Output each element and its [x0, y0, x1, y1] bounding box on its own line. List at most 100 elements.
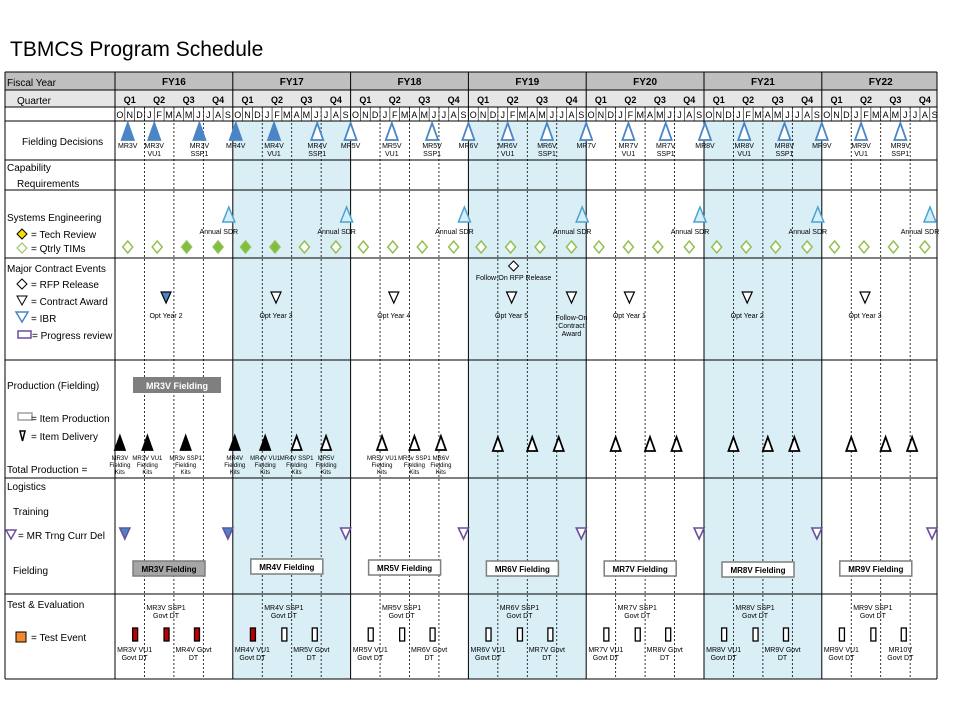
month: J — [785, 110, 790, 120]
month: A — [922, 110, 928, 120]
annual-sdr-label: Annual SDR — [789, 229, 828, 236]
fielding-decision-label: MR9V — [891, 143, 911, 150]
fielding-decision-label: MR8V — [735, 143, 755, 150]
training-curriculum-triangle — [575, 527, 588, 541]
test-event-legend: = Test Event — [31, 633, 86, 644]
contract-award-triangle — [565, 291, 578, 305]
quarter: Q2 — [860, 95, 872, 105]
fielding-decision-label: MR5V — [422, 143, 442, 150]
test-event-marker — [281, 627, 288, 642]
fielding-bar-label: MR4V Fielding — [259, 563, 314, 572]
qtrly-tim-diamond — [151, 239, 164, 255]
test-top-label: Govt DT — [153, 613, 180, 620]
production-kit-label: Kits — [230, 470, 240, 476]
month: N — [126, 110, 133, 120]
annual-sdr-triangle — [922, 204, 938, 223]
month: J — [432, 110, 437, 120]
month: A — [765, 110, 771, 120]
contract-award-triangle-legend — [16, 295, 28, 307]
production-kit-label: Fielding — [137, 463, 158, 469]
test-bottom-label: MR7V VU1 — [588, 647, 623, 654]
month: M — [872, 110, 880, 120]
quarter: Q4 — [919, 95, 931, 105]
test-top-label: Govt DT — [860, 613, 887, 620]
quarter-label: Quarter — [17, 96, 52, 107]
annual-sdr-triangle — [221, 204, 236, 223]
quarter: Q2 — [624, 95, 636, 105]
month: N — [480, 110, 487, 120]
production-kit-label: MR4V — [226, 456, 243, 462]
fielding-decision-label: SSP1 — [891, 151, 909, 158]
ibr-triangle-legend — [14, 311, 30, 324]
fielding-decision-label: VU1 — [147, 151, 161, 158]
test-bottom-label: MR5V VU1 — [353, 647, 388, 654]
month: O — [705, 110, 712, 120]
item-delivery-triangle — [408, 433, 421, 451]
production-kit-label: MR5V VU1 — [367, 456, 398, 462]
fielding-decision-triangle — [343, 120, 358, 141]
quarter: Q3 — [772, 95, 784, 105]
fielding-decision-label: MR7V — [619, 143, 639, 150]
month: J — [677, 110, 682, 120]
training-label: Training — [13, 507, 49, 518]
fielding-decision-triangle — [424, 120, 440, 141]
fielding-decision-triangle — [853, 120, 869, 141]
training-curriculum-triangle — [457, 527, 470, 541]
production-kit-label: Fielding — [372, 463, 393, 469]
month: M — [538, 110, 546, 120]
month: F — [392, 110, 398, 120]
fielding-decision-triangle — [192, 120, 207, 141]
production-kit-label: MR3V — [112, 456, 129, 462]
fielding-decision-label: MR4V — [307, 143, 327, 150]
test-top-label: Govt DT — [271, 613, 298, 620]
month: N — [598, 110, 605, 120]
test-top-label: MR6V SSP1 — [500, 605, 539, 612]
month: J — [559, 110, 564, 120]
test-top-label: Govt DT — [742, 613, 769, 620]
qtrly-tim-diamond — [710, 239, 723, 255]
month: M — [636, 110, 644, 120]
month: A — [647, 110, 653, 120]
ibr-legend: = IBR — [31, 314, 56, 325]
contract-award-label: Opt Year 2 — [731, 313, 764, 320]
item-delivery-triangle — [319, 433, 333, 451]
test-bottom-label: DT — [660, 655, 670, 662]
training-curriculum-triangle — [339, 527, 352, 541]
month: F — [628, 110, 634, 120]
rfp-release-label: Follow-On RFP Release — [476, 275, 551, 282]
production-bar-label: MR3V Fielding — [146, 381, 208, 391]
annual-sdr-label: Annual SDR — [317, 229, 356, 236]
fielding-decision-label: MR9V — [812, 143, 832, 150]
test-event-marker — [131, 627, 139, 642]
quarter: Q1 — [359, 95, 371, 105]
test-bottom-label: Govt DT — [475, 655, 502, 662]
qtrly-tim-diamond — [622, 239, 635, 255]
month: A — [411, 110, 417, 120]
fielding-decision-label: MR9V — [851, 143, 871, 150]
qtrly-tim-diamond — [447, 239, 460, 255]
quarter: Q3 — [654, 95, 666, 105]
test-event-marker — [485, 627, 492, 642]
quarter: Q1 — [242, 95, 254, 105]
month: M — [165, 110, 173, 120]
qtrly-tim-diamond — [857, 239, 870, 255]
training-curriculum-triangle — [925, 527, 939, 541]
fielding-decision-triangle — [893, 120, 908, 141]
fielding-decision-triangle — [266, 120, 282, 141]
test-event-marker — [782, 627, 790, 642]
test-bottom-label: MR6V VU1 — [471, 647, 506, 654]
qtrly-tim-diamond — [801, 239, 814, 255]
test-bottom-label: Govt DT — [711, 655, 738, 662]
month: J — [618, 110, 623, 120]
fielding-bar-label: MR6V Fielding — [495, 565, 550, 574]
test-event-marker — [249, 627, 257, 642]
contract-award-label: Award — [562, 331, 582, 338]
qtrly-tim-diamond — [651, 239, 664, 255]
production-kit-label: Kits — [321, 470, 331, 476]
production-kit-label: Fielding — [286, 463, 307, 469]
month: D — [490, 110, 497, 120]
test-bottom-label: DT — [307, 655, 317, 662]
rfp-release-diamond — [507, 260, 520, 272]
fielding-decision-triangle — [384, 120, 400, 141]
item-delivery-triangle — [179, 433, 192, 451]
